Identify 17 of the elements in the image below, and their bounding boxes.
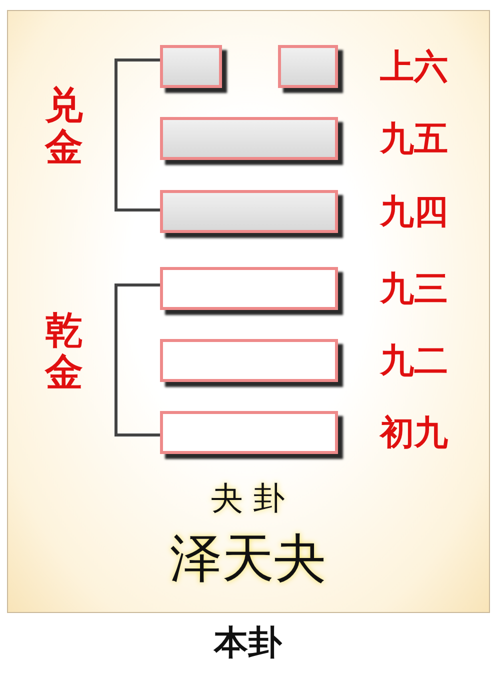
hexagram-line-bar — [160, 411, 338, 454]
hexagram-name: 泽天夬 — [170, 533, 326, 585]
hexagram-line-bar — [278, 45, 338, 88]
line-name: 九三 — [380, 272, 448, 306]
hexagram-line-bar — [160, 339, 338, 382]
line-name: 初九 — [380, 416, 448, 450]
line-name: 九二 — [380, 344, 448, 378]
line-name: 上六 — [380, 50, 448, 84]
trigram-name: 乾金 — [45, 310, 83, 394]
trigram-name: 兑金 — [45, 85, 83, 169]
caption: 本卦 — [212, 626, 284, 660]
hexagram-line-bar — [160, 190, 338, 233]
hexagram-line-bar — [160, 117, 338, 160]
line-name: 九四 — [380, 195, 448, 229]
hexagram-line-bar — [160, 45, 222, 88]
line-name: 九五 — [380, 122, 448, 156]
hexagram-line-bar — [160, 267, 338, 310]
